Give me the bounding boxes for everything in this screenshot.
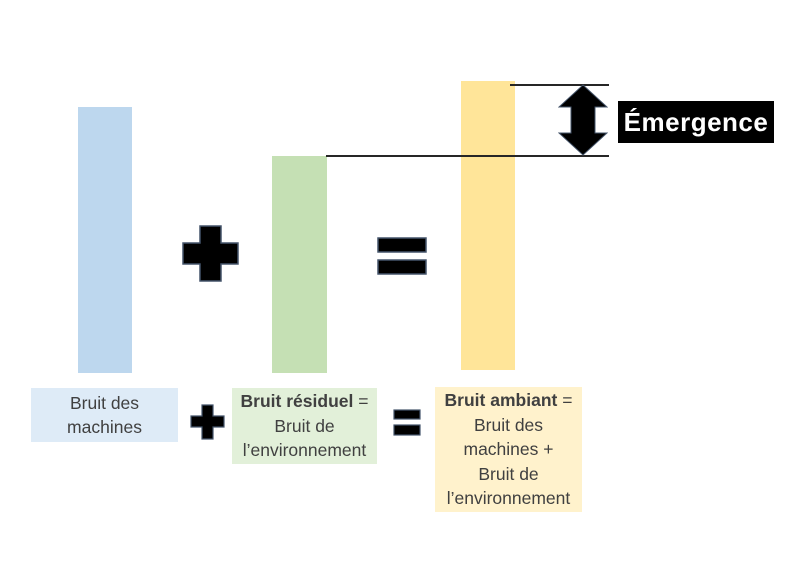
- plus-icon: [182, 225, 239, 282]
- ambient-noise-label-line3: machines +: [463, 439, 554, 460]
- up-down-arrow-icon: [558, 84, 608, 156]
- ambient-noise-bar: [461, 81, 515, 370]
- residual-noise-bar: [272, 156, 327, 373]
- residual-noise-label-bold: Bruit résiduel: [240, 391, 354, 412]
- residual-noise-label-line2: Bruit de: [274, 415, 335, 436]
- plus-icon-small: [190, 404, 225, 440]
- ambient-noise-label: Bruit ambiant = Bruit des machines + Bru…: [435, 387, 582, 512]
- machine-noise-label: Bruit des machines: [31, 388, 178, 442]
- machine-noise-bar: [78, 107, 132, 373]
- machine-noise-label-line1: Bruit des: [69, 392, 140, 413]
- ambient-noise-label-bold: Bruit ambiant: [444, 390, 558, 411]
- ambient-noise-label-line5: l’environnement: [446, 488, 571, 509]
- ambient-noise-label-line2: Bruit des: [473, 414, 544, 435]
- ambient-level-line: [510, 84, 609, 86]
- machine-noise-label-line2: machines: [67, 417, 142, 437]
- ambient-noise-label-suffix: =: [557, 390, 573, 411]
- ambient-noise-label-line1: Bruit ambiant =: [445, 388, 573, 413]
- residual-noise-label-line1: Bruit résiduel =: [241, 389, 369, 414]
- residual-noise-label-line3: l’environnement: [242, 440, 367, 461]
- emergence-label-text: Émergence: [623, 106, 769, 137]
- emergence-label: Émergence: [618, 101, 774, 143]
- residual-level-line: [326, 155, 609, 157]
- equals-icon-small: [393, 409, 421, 436]
- residual-noise-label-suffix: =: [353, 391, 369, 412]
- ambient-noise-label-line4: Bruit de: [478, 463, 539, 484]
- residual-noise-label: Bruit résiduel = Bruit de l’environnemen…: [232, 388, 377, 464]
- equals-icon: [377, 237, 427, 275]
